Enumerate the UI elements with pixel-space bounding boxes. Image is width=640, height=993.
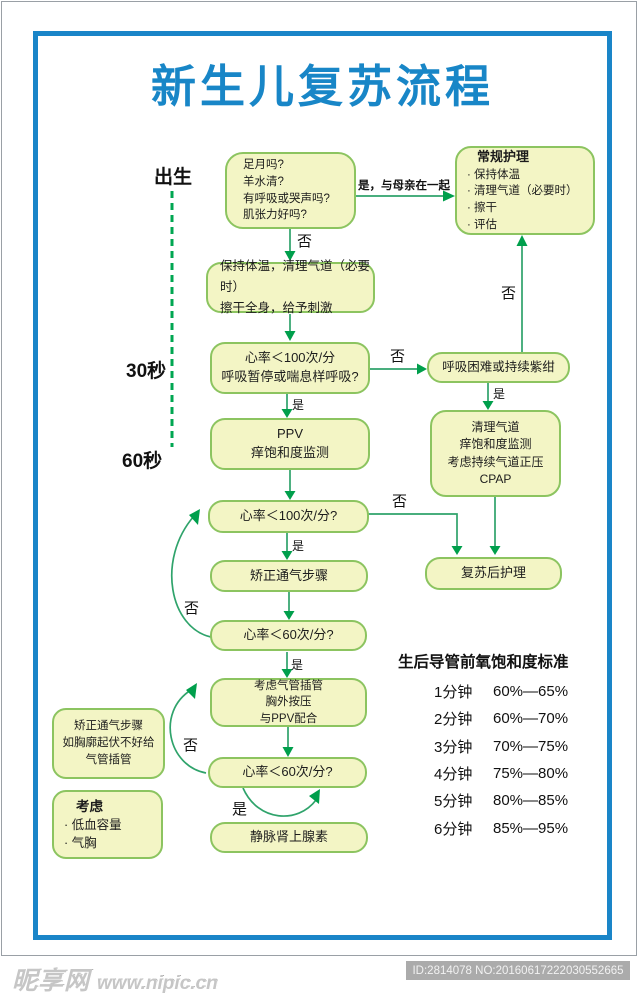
node-line: 静脉肾上腺素 [249, 829, 328, 845]
spo2-row: 4分钟 75%—80% [398, 760, 610, 787]
node-line: 痒饱和度监测 [250, 445, 329, 460]
node-line: 心率＜60次/分? [242, 764, 333, 780]
spo2-reference-table: 生后导管前氧饱和度标准 1分钟 60%—65% 2分钟 60%—70% 3分钟 … [398, 650, 610, 842]
node-hr100-apnea: 心率＜100次/分 呼吸暂停或喘息样呼吸? [210, 342, 370, 394]
node-hr60-check-1: 心率＜60次/分? [210, 620, 367, 651]
node-line: 心率＜60次/分? [243, 627, 334, 643]
node-line: 胸外按压 [265, 696, 312, 709]
node-hr60-check-2: 心率＜60次/分? [208, 757, 367, 788]
blue-frame [33, 31, 612, 940]
spo2-range: 70%—75% [493, 737, 569, 755]
edge-label-yes: 是 [493, 387, 506, 401]
spo2-row: 6分钟 85%—95% [398, 814, 610, 841]
node-warm-dry: 保持体温，清理气道（必要时） 擦干全身，给予刺激 [206, 259, 375, 315]
node-item: · 评估 [467, 218, 498, 231]
node-line: 矫正通气步骤 [74, 720, 143, 733]
timeline-60s-label: 60秒 [122, 451, 163, 472]
timeline-birth-label: 出生 [154, 167, 193, 188]
node-title: 常规护理 [477, 148, 530, 164]
node-hr100-check: 心率＜100次/分? [208, 500, 369, 533]
edge-label-yes: 是 [292, 398, 305, 412]
edge-label-no: 否 [501, 285, 517, 302]
page-outer-border [1, 1, 637, 956]
node-line: 气管插管 [85, 753, 132, 766]
node-line: CPAP [479, 471, 512, 486]
watermark-site-url: www.nipic.cn [97, 973, 218, 993]
edge-label-no: 否 [184, 600, 200, 617]
edge-label-no: 否 [297, 233, 313, 250]
node-item: · 保持体温 [467, 168, 521, 181]
edge-label-no: 否 [390, 348, 406, 365]
spo2-time: 4分钟 [434, 766, 473, 784]
node-line: 有呼吸或哭声吗? [243, 192, 330, 205]
node-item: · 气胸 [64, 836, 97, 851]
node-routine-care: 常规护理 · 保持体温 · 清理气道（必要时） · 擦干 · 评估 [455, 146, 595, 235]
node-line: 考虑持续气道正压 [447, 454, 544, 469]
node-title: 考虑 [76, 798, 103, 814]
edge-label-yes: 是 [291, 658, 304, 672]
spo2-row: 3分钟 70%—75% [398, 733, 610, 760]
spo2-time: 3分钟 [434, 738, 473, 756]
node-corrective-vent-note: 矫正通气步骤 如胸廓起伏不好给 气管插管 [52, 708, 165, 779]
node-line: 羊水清? [243, 175, 284, 188]
node-initial-assess: 足月吗? 羊水清? 有呼吸或哭声吗? 肌张力好吗? [225, 152, 356, 229]
spo2-time: 1分钟 [434, 684, 473, 702]
edge-label-no: 否 [183, 737, 199, 754]
spo2-row: 1分钟 60%—65% [398, 678, 610, 705]
node-labored-breathing: 呼吸困难或持续紫绀 [427, 352, 570, 383]
node-line: PPV [276, 426, 303, 442]
node-line: 考虑气管插管 [254, 680, 323, 693]
node-consider: 考虑 · 低血容量 · 气胸 [52, 790, 163, 859]
node-ppv: PPV 痒饱和度监测 [210, 418, 370, 470]
node-line: 心率＜100次/分 [244, 350, 336, 366]
node-corrective-vent: 矫正通气步骤 [210, 560, 368, 592]
node-item: · 擦干 [467, 201, 498, 214]
watermark-site-name: 昵享网 [12, 967, 91, 993]
spo2-time: 2分钟 [434, 711, 473, 729]
node-item: · 清理气道（必要时） [467, 185, 578, 198]
spo2-table-title: 生后导管前氧饱和度标准 [398, 654, 569, 671]
spo2-row: 2分钟 60%—70% [398, 705, 610, 732]
node-item: · 低血容量 [64, 818, 122, 833]
watermark-site: 昵享网 www.nipic.cn [12, 961, 218, 993]
spo2-range: 80%—85% [493, 792, 569, 810]
watermark-strip: 昵享网 www.nipic.cn ID:2814078 NO:201606172… [0, 957, 640, 993]
spo2-time: 5分钟 [434, 793, 473, 811]
spo2-time: 6分钟 [434, 820, 473, 838]
edge-label-yes: 是 [232, 801, 248, 818]
node-line: 心率＜100次/分? [239, 508, 338, 524]
edge-label-no: 否 [392, 493, 408, 510]
bottom-caption-cutoff: 2010年最新新生儿复苏标准 [22, 982, 640, 993]
node-line: 足月吗? [243, 159, 284, 172]
edge-label-yes: 是 [292, 539, 305, 553]
node-iv-epinephrine: 静脉肾上腺素 [210, 822, 368, 853]
spo2-range: 60%—65% [493, 683, 569, 701]
spo2-range: 60%—70% [493, 710, 569, 728]
node-line: 清理气道 [471, 419, 520, 434]
poster-title: 新生儿复苏流程 [150, 62, 494, 112]
spo2-range: 75%—80% [493, 765, 569, 783]
node-line: 复苏后护理 [460, 565, 526, 581]
node-line: 与PPV配合 [259, 712, 318, 725]
node-line: 肌张力好吗? [243, 209, 307, 222]
node-line: 保持体温，清理气道（必要时） [220, 258, 371, 294]
node-intubation-compressions: 考虑气管插管 胸外按压 与PPV配合 [210, 678, 367, 727]
node-line: 如胸廓起伏不好给 [62, 737, 155, 750]
node-line: 痒饱和度监测 [459, 437, 532, 452]
node-post-resus-care: 复苏后护理 [425, 557, 562, 590]
node-line: 擦干全身，给予刺激 [220, 301, 333, 316]
node-cpap: 清理气道 痒饱和度监测 考虑持续气道正压 CPAP [430, 410, 561, 497]
node-line: 呼吸困难或持续紫绀 [442, 360, 555, 375]
watermark-id-badge: ID:2814078 NO:20160617222030552665 [406, 961, 630, 980]
node-line: 呼吸暂停或喘息样呼吸? [221, 369, 359, 384]
timeline-30s-label: 30秒 [126, 361, 167, 382]
spo2-range: 85%—95% [493, 819, 569, 837]
edge-label-yes-with-mother: 是，与母亲在一起 [358, 180, 450, 192]
spo2-row: 5分钟 80%—85% [398, 787, 610, 814]
node-line: 矫正通气步骤 [249, 567, 328, 583]
